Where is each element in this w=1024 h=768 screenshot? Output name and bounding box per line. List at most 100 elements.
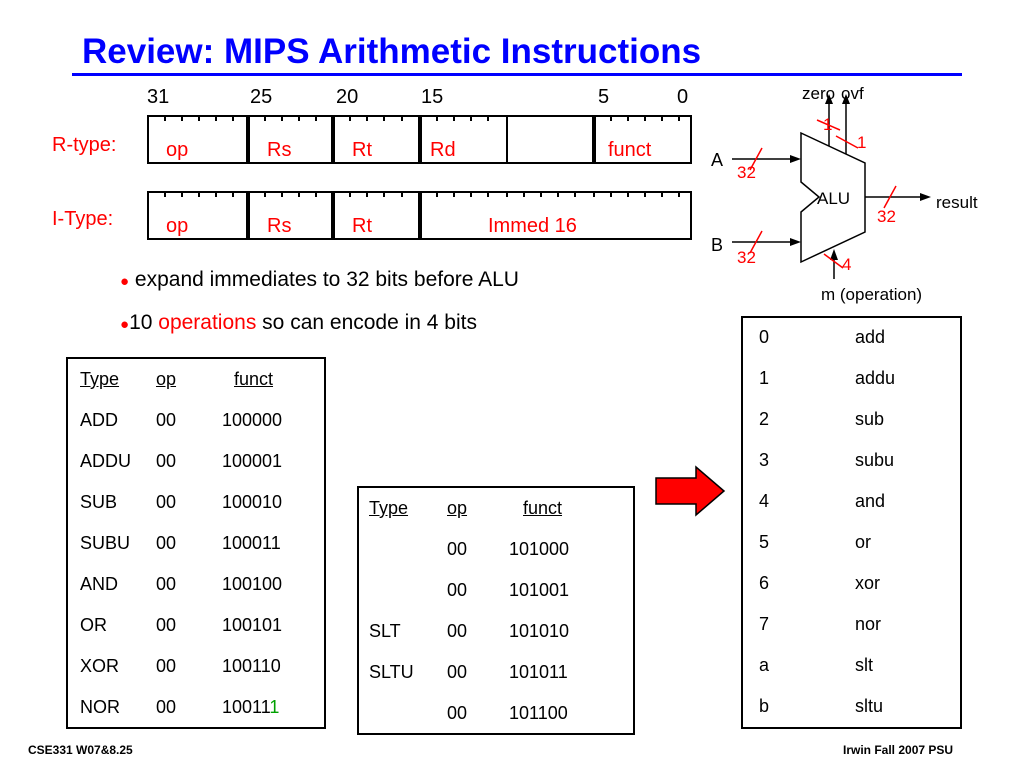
- table-cell: and: [855, 491, 886, 511]
- itype-label: I-Type:: [52, 208, 114, 230]
- table-cell: 00: [156, 656, 177, 676]
- table-cell: 00: [447, 621, 468, 641]
- alu-shape: [800, 131, 866, 264]
- table1-header-funct: funct: [234, 369, 274, 389]
- table-cell: 6: [759, 573, 770, 593]
- table-cell: 101001: [509, 580, 570, 600]
- table-cell: 100101: [222, 615, 283, 635]
- table-cell: 00: [447, 539, 468, 559]
- table-cell: 00: [156, 615, 177, 635]
- bullet-2-pre: 10: [129, 311, 159, 334]
- footer-right: Irwin Fall 2007 PSU: [843, 743, 954, 757]
- alu-result-label: result: [936, 193, 978, 212]
- alu-input-b-label: B: [711, 235, 724, 255]
- table-cell: OR: [80, 615, 107, 635]
- table-cell: nor: [855, 614, 882, 634]
- itype-field-rt: Rt: [352, 215, 372, 237]
- table2-header-op: op: [447, 498, 468, 518]
- bullet-1-text: expand immediates to 32 bits before ALU: [134, 268, 519, 291]
- page-title: Review: MIPS Arithmetic Instructions: [82, 32, 702, 71]
- table-cell: 1: [759, 368, 770, 388]
- itype-field-rs: Rs: [267, 215, 292, 237]
- highlighted-digit: 1: [269, 697, 280, 717]
- table-cell: a: [759, 655, 770, 675]
- table-cell: AND: [80, 574, 119, 594]
- table-cell: 00: [156, 574, 177, 594]
- table1-header-type: Type: [80, 369, 120, 389]
- table-cell: b: [759, 696, 770, 716]
- table-cell: 00: [156, 492, 177, 512]
- bit-0: 0: [677, 86, 689, 108]
- title-underline: [72, 73, 962, 76]
- table-cell: sub: [855, 409, 885, 429]
- rtype-label: R-type:: [52, 134, 117, 156]
- bit-20: 20: [336, 86, 359, 108]
- table-cell: SLTU: [369, 662, 414, 682]
- table-cell: 2: [759, 409, 770, 429]
- table-cell: 100010: [222, 492, 283, 512]
- rtype-field-rd: Rd: [430, 139, 456, 161]
- table-cell: addu: [855, 368, 896, 388]
- itype-op-table: Type op funct 00 101000 00 101001 SLT 00…: [357, 486, 635, 735]
- alu-result-width: 32: [877, 207, 896, 226]
- alu-operation-table: 0 add 1 addu 2 sub 3 subu 4 and 5 or 6 x…: [741, 316, 962, 729]
- rtype-field-rs: Rs: [267, 139, 292, 161]
- table-cell: slt: [855, 655, 873, 675]
- table-cell: 00: [156, 410, 177, 430]
- alu-zero-label: zero: [802, 84, 836, 103]
- table-cell: xor: [855, 573, 881, 593]
- rtype-field-op: op: [166, 139, 189, 161]
- alu-m-label: m (operation): [821, 285, 923, 304]
- table-cell: 0: [759, 327, 770, 347]
- bullet-dot-icon: ●: [120, 273, 130, 290]
- alu-b-width: 32: [737, 248, 756, 267]
- table-cell: ADDU: [80, 451, 132, 471]
- rtype-funct-table: Type op funct ADD 00 100000 ADDU 00 1000…: [66, 357, 326, 729]
- table2-header-funct: funct: [523, 498, 563, 518]
- itype-field-immed: Immed 16: [488, 215, 577, 237]
- table-cell: or: [855, 532, 872, 552]
- alu-zero-width: 1: [823, 115, 833, 134]
- table-cell: 5: [759, 532, 770, 552]
- bullet-1: ● expand immediates to 32 bits before AL…: [120, 268, 519, 292]
- table-cell: 00: [156, 697, 177, 717]
- table-cell: SLT: [369, 621, 401, 641]
- table-cell: 3: [759, 450, 770, 470]
- alu-input-a-label: A: [711, 150, 724, 170]
- table-cell: sltu: [855, 696, 884, 716]
- footer-left: CSE331 W07&8.25: [28, 743, 133, 757]
- bullet-2-post: so can encode in 4 bits: [256, 311, 477, 334]
- bit-25: 25: [250, 86, 273, 108]
- table-cell: subu: [855, 450, 895, 470]
- alu-diagram: [732, 94, 931, 279]
- table-cell-nor-funct: 100111: [222, 697, 280, 717]
- alu-ovf-width: 1: [857, 133, 867, 152]
- table-cell: XOR: [80, 656, 120, 676]
- table2-header-type: Type: [369, 498, 409, 518]
- rtype-field-funct: funct: [608, 139, 652, 161]
- bullet-dot-icon: ●: [120, 316, 130, 333]
- alu-label: ALU: [817, 189, 851, 208]
- itype-format-box: [147, 191, 692, 240]
- table-cell: 101100: [509, 703, 568, 723]
- bullet-2: ●10 operations so can encode in 4 bits: [120, 311, 477, 335]
- bullet-2-highlight: operations: [158, 311, 257, 334]
- table-cell: 101011: [509, 662, 568, 682]
- table-cell: 101000: [509, 539, 570, 559]
- table-cell: 00: [447, 580, 468, 600]
- table-cell: 101010: [509, 621, 570, 641]
- table1-header-op: op: [156, 369, 177, 389]
- rtype-format-box: [147, 115, 692, 164]
- table-cell: 100100: [222, 574, 283, 594]
- table-cell: NOR: [80, 697, 120, 717]
- right-arrow-icon: [655, 465, 726, 517]
- table-cell: 00: [156, 451, 177, 471]
- alu-ovf-label: ovf: [841, 84, 864, 103]
- table-cell: 4: [759, 491, 770, 511]
- table-cell: 7: [759, 614, 770, 634]
- table-cell: 100001: [222, 451, 283, 471]
- table-cell: 100000: [222, 410, 283, 430]
- table-cell: 100110: [222, 656, 281, 676]
- bit-31: 31: [147, 86, 170, 108]
- table-cell: 00: [156, 533, 177, 553]
